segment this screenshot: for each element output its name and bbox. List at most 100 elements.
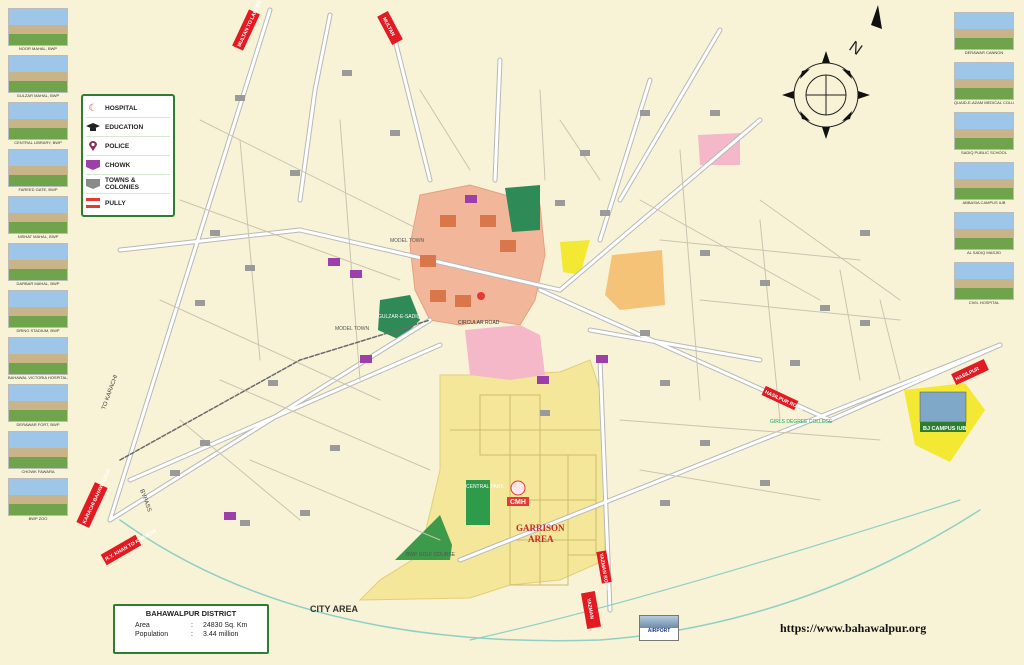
district-title: BAHAWALPUR DISTRICT [145, 609, 237, 618]
landmark-caption: CENTRAL LIBRARY, BWP [14, 140, 62, 145]
legend-item-education: EDUCATION [86, 118, 170, 137]
bj-campus-label: BJ CAMPUS IUB [923, 426, 966, 432]
landmark-caption: BWP ZOO [28, 516, 48, 521]
graduation-cap-icon [86, 121, 100, 133]
railway-line [119, 319, 431, 461]
landmark-photo[interactable]: DARBAR MAHAL, BWP [8, 243, 68, 287]
landmark-photo[interactable]: DRING STADIUM, BWP [8, 290, 68, 334]
landmark-photo[interactable]: GULZAR MAHAL, BWP [8, 55, 68, 99]
hospital-crescent-icon: ☾ [88, 102, 98, 114]
landmark-caption: DERAWAR FORT, BWP [16, 422, 60, 427]
left-landmark-photos: NOOR MAHAL, BWP GULZAR MAHAL, BWP CENTRA… [8, 8, 68, 522]
landmark-photo[interactable]: CHOWK FAWARA [8, 431, 68, 475]
model-town-label-1: MODEL TOWN [390, 238, 424, 244]
landmark-caption: ABBASIA CAMPUS IUB [962, 200, 1006, 205]
landmark-photo[interactable]: AL SADIQ MASJID [954, 212, 1014, 256]
towns-shape-icon [86, 178, 100, 190]
landmark-photo[interactable]: DERAWAR CANNON [954, 12, 1014, 56]
canal [119, 509, 981, 642]
landmark-caption: SADIQ PUBLIC SCHOOL [960, 150, 1007, 155]
landmark-caption: AL SADIQ MASJID [966, 250, 1002, 255]
model-town-label-2: MODEL TOWN [335, 326, 369, 332]
landmark-caption: QUAID-E-AZAM MEDICAL COLLEGE [954, 100, 1014, 105]
landmark-caption: CHOWK FAWARA [21, 469, 55, 474]
landmark-caption: CIVIL HOSPITAL [968, 300, 1000, 305]
north-marker: N [846, 38, 865, 59]
chowk-markers [224, 195, 608, 520]
landmark-caption: NISHAT MAHAL, BWP [17, 234, 59, 239]
website-url[interactable]: https://www.bahawalpur.org [780, 621, 927, 635]
canal-2 [469, 499, 961, 641]
landmark-caption: NOOR MAHAL, BWP [18, 46, 58, 51]
legend-item-towns: TOWNS & COLONIES [86, 175, 170, 194]
sign-ryk-karachi: R.Y. KHAN TO KARACHI [104, 528, 157, 562]
legend-label: PULLY [105, 199, 126, 207]
sign-hasilpur-road: HASILPUR ROAD [764, 389, 805, 412]
area-value: 24830 Sq. Km [203, 622, 248, 629]
legend-item-chowk: CHOWK [86, 156, 170, 175]
landmark-caption: DRING STADIUM, BWP [16, 328, 60, 333]
pully-icon [86, 197, 100, 209]
legend-label: HOSPITAL [105, 104, 138, 112]
green-spot [505, 185, 540, 232]
central-park [466, 480, 490, 525]
population-value: 3.44 million [203, 631, 239, 638]
circular-road-label: CIRCULAR ROAD [458, 320, 500, 326]
city-area-label: CITY AREA [310, 604, 359, 614]
legend-label: EDUCATION [105, 123, 144, 131]
legend-item-police: POLICE [86, 137, 170, 156]
central-park-label: CENTRAL PARK [466, 484, 504, 490]
landmark-photo[interactable]: CIVIL HOSPITAL [954, 262, 1014, 306]
landmark-photo[interactable]: CENTRAL LIBRARY, BWP [8, 102, 68, 146]
legend-item-pully: PULLY [86, 194, 170, 212]
girls-college-label: GIRLS DEGREE COLLEGE [770, 419, 833, 425]
sign-karachi: KARACHI BAHAWALPUR [82, 467, 113, 525]
garrison-label-2: AREA [528, 534, 554, 544]
population-row: Population : 3.44 million [135, 631, 239, 638]
landmark-caption: BAHAWAL VICTORIA HOSPITAL, BWP [8, 375, 68, 380]
to-karachi-label: TO KARACHI [101, 374, 119, 411]
legend-label: POLICE [105, 142, 130, 150]
pink-area [465, 325, 545, 380]
chowk-shape-icon [86, 159, 100, 171]
town-markers [170, 70, 870, 526]
legend-item-hospital: ☾ HOSPITAL [86, 99, 170, 118]
area-row: Area : 24830 Sq. Km [135, 622, 248, 629]
garrison-label-1: GARRISON [516, 523, 565, 533]
golf-label: BWP GOLF COURSE [406, 552, 456, 558]
landmark-photo[interactable]: NOOR MAHAL, BWP [8, 8, 68, 52]
pink-top-right [698, 133, 740, 165]
right-landmark-photos: DERAWAR CANNON QUAID-E-AZAM MEDICAL COLL… [954, 12, 1014, 306]
legend-label: TOWNS & COLONIES [105, 177, 139, 191]
district-info-box: BAHAWALPUR DISTRICT Area : 24830 Sq. Km … [113, 604, 269, 654]
golf-course [395, 515, 452, 560]
yellow-small [560, 240, 590, 275]
landmark-photo[interactable]: BWP ZOO [8, 478, 68, 522]
landmark-caption: DERAWAR CANNON [964, 50, 1004, 55]
airport-marker[interactable]: AIRPORT [639, 615, 679, 641]
orange-colony [605, 250, 665, 310]
landmark-photo[interactable]: SADIQ PUBLIC SCHOOL [954, 112, 1014, 156]
landmark-photo[interactable]: NISHAT MAHAL, BWP [8, 196, 68, 240]
airport-label: AIRPORT [647, 628, 671, 634]
gulzar-green [378, 295, 420, 340]
landmark-photo[interactable]: FAREED GATE, BWP [8, 149, 68, 193]
sign-yazman: YAZMAN [585, 598, 595, 620]
old-city-buildings [420, 215, 516, 307]
landmark-photo[interactable]: ABBASIA CAMPUS IUB [954, 162, 1014, 206]
police-pin-icon [86, 140, 100, 152]
cmh-label-text: CMH [510, 499, 526, 506]
compass-rose: N [782, 5, 882, 139]
hospital-markers [477, 292, 526, 496]
landmark-photo[interactable]: DERAWAR FORT, BWP [8, 384, 68, 428]
landmark-caption: DARBAR MAHAL, BWP [16, 281, 60, 286]
area-label: Area [135, 622, 150, 629]
population-label: Population [135, 631, 169, 638]
road-network [107, 7, 1003, 642]
airport-image [640, 616, 678, 628]
legend-label: CHOWK [105, 161, 131, 169]
landmark-photo[interactable]: BAHAWAL VICTORIA HOSPITAL, BWP [8, 337, 68, 381]
landmark-caption: GULZAR MAHAL, BWP [16, 93, 60, 98]
landmark-photo[interactable]: QUAID-E-AZAM MEDICAL COLLEGE [954, 62, 1014, 106]
